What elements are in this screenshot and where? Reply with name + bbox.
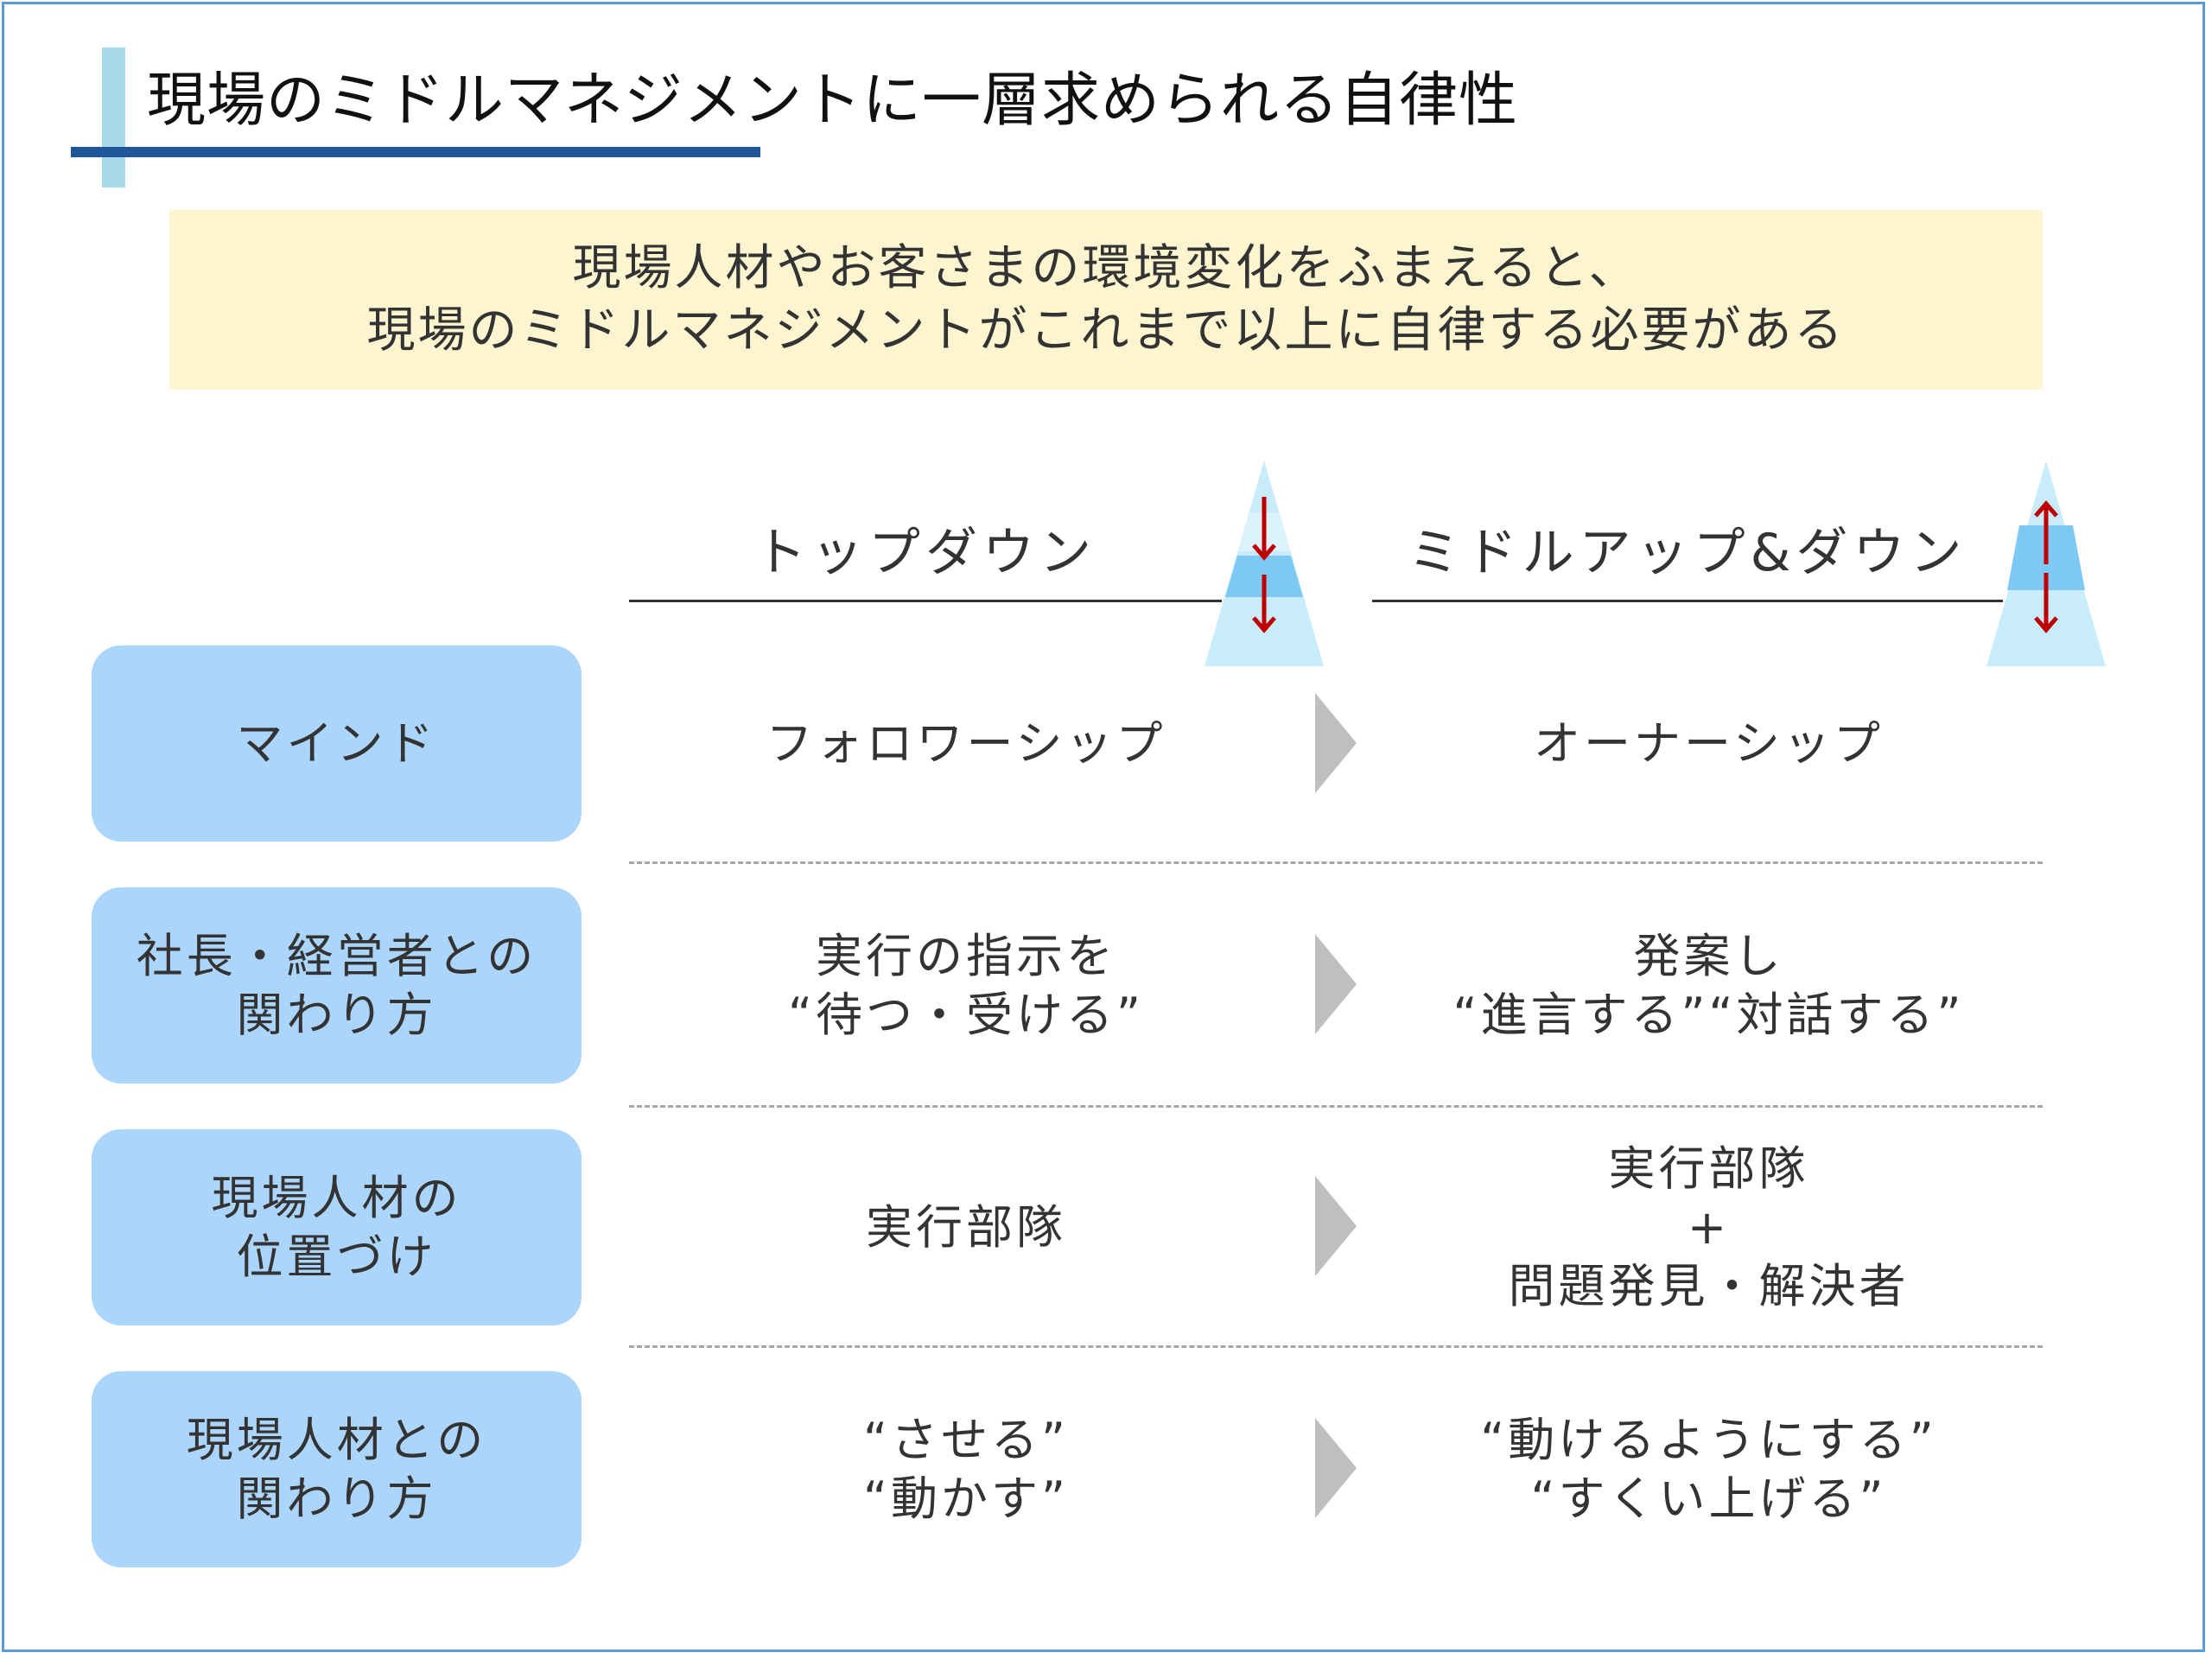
cell-line: + [1687, 1199, 1731, 1255]
row-divider [629, 861, 2043, 864]
up-arrow-icon [2034, 500, 2058, 564]
row-divider [629, 1345, 2043, 1348]
row-label-line: 関わり方 [236, 987, 437, 1042]
cell-line: フォロワーシップ [766, 715, 1166, 771]
row-label-line: 現場人材との [186, 1412, 487, 1467]
row-divider [629, 1105, 2043, 1108]
summary-line-1: 現場人材やお客さまの環境変化をふまえると、 [572, 240, 1640, 296]
cell-line: “動けるようにする” [1480, 1412, 1937, 1467]
cell-line: “すくい上げる” [1530, 1471, 1887, 1526]
topdown-pyramid-icon [1205, 461, 1324, 666]
column-header-topdown-underline [629, 600, 1222, 602]
title-accent-bar [102, 48, 125, 188]
middle-cell-relationship-with-president: 発案し “進言する”“対話する” [1374, 887, 2044, 1084]
column-header-topdown: トップダウン [754, 523, 1096, 583]
column-header-middle-up-down: ミドルアップ&ダウン [1408, 523, 1967, 583]
row-label-line: 現場人材の [211, 1170, 462, 1225]
cell-line: “進言する”“対話する” [1452, 987, 1965, 1042]
topdown-cell-mind: フォロワーシップ [629, 645, 1303, 842]
cell-line: “させる” [863, 1412, 1069, 1467]
row-label-line: 位置づけ [236, 1229, 437, 1284]
cell-line: 実行部隊 [1608, 1141, 1809, 1196]
middle-cell-relationship-with-staff: “動けるようにする” “すくい上げる” [1374, 1371, 2044, 1567]
middle-up-down-pyramid-icon [1986, 461, 2106, 666]
cell-line: 発案し [1633, 928, 1784, 983]
cell-line: 問題発見・解決者 [1508, 1258, 1910, 1313]
row-label-staff-positioning: 現場人材の 位置づけ [92, 1129, 582, 1325]
chevron-right-icon [1315, 1176, 1357, 1276]
row-label-line: マインド [236, 715, 437, 771]
down-arrow-lower-icon [1252, 575, 1276, 633]
topdown-cell-relationship-with-president: 実行の指示を “待つ・受ける” [629, 887, 1303, 1084]
summary-box: 現場人材やお客さまの環境変化をふまえると、 現場のミドルマネジメントがこれまで以… [169, 210, 2043, 390]
row-label-line: 社長・経営者との [136, 928, 537, 983]
middle-cell-staff-positioning: 実行部隊 + 問題発見・解決者 [1374, 1129, 2044, 1325]
down-arrow-icon [2034, 573, 2058, 633]
summary-line-2: 現場のミドルマネジメントがこれまで以上に自律する必要がある [366, 302, 1846, 359]
middle-cell-mind: オーナーシップ [1374, 645, 2044, 842]
row-label-mind: マインド [92, 645, 582, 842]
cell-line: オーナーシップ [1534, 715, 1884, 771]
row-label-line: 関わり方 [236, 1471, 437, 1526]
row-label-relationship-with-staff: 現場人材との 関わり方 [92, 1371, 582, 1567]
chevron-right-icon [1315, 1418, 1357, 1518]
topdown-cell-relationship-with-staff: “させる” “動かす” [629, 1371, 1303, 1567]
topdown-cell-staff-positioning: 実行部隊 [629, 1129, 1303, 1325]
cell-line: 実行の指示を [816, 928, 1116, 983]
chevron-right-icon [1315, 934, 1357, 1034]
row-label-relationship-with-president: 社長・経営者との 関わり方 [92, 887, 582, 1084]
cell-line: “動かす” [863, 1471, 1069, 1526]
page-title: 現場のミドルマネジメントに一層求められる自律性 [147, 67, 1519, 135]
down-arrow-upper-icon [1252, 497, 1276, 561]
cell-line: “待つ・受ける” [788, 987, 1144, 1042]
chevron-right-icon [1315, 693, 1357, 793]
title-underline-bar [71, 147, 760, 157]
column-header-middle-up-down-underline [1372, 600, 2003, 602]
cell-line: 実行部隊 [866, 1199, 1066, 1255]
